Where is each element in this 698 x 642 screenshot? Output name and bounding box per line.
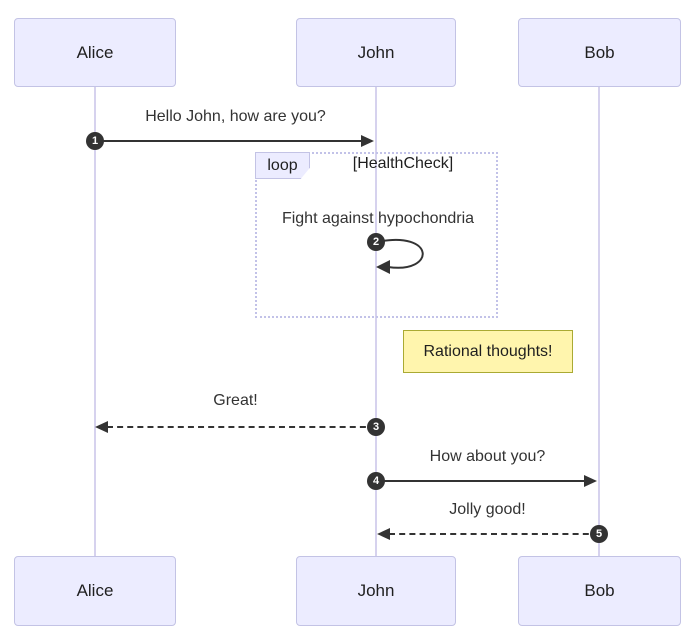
lifeline-bob — [598, 87, 600, 557]
actor-label: John — [357, 581, 395, 600]
note-box: Rational thoughts! — [403, 330, 573, 373]
message-3-seq-badge: 3 — [367, 418, 385, 436]
message-1-arrowhead-icon — [361, 135, 374, 147]
message-3-label: Great! — [213, 392, 258, 409]
actor-bottom-bob: Bob — [518, 556, 681, 626]
message-4-seq-badge: 4 — [367, 472, 385, 490]
loop-condition: [HealthCheck] — [352, 155, 454, 172]
message-4-arrowhead-icon — [584, 475, 597, 487]
loop-frame — [255, 152, 498, 318]
message-5-line — [389, 533, 599, 535]
message-2-label: Fight against hypochondria — [281, 210, 475, 227]
message-2-seq-badge: 2 — [367, 233, 385, 251]
actor-label: Alice — [76, 581, 114, 600]
message-5-label: Jolly good! — [449, 501, 526, 518]
note-text: Rational thoughts! — [423, 342, 553, 360]
lifeline-alice — [94, 87, 96, 557]
actor-label: Bob — [584, 42, 615, 62]
actor-label: Alice — [76, 42, 114, 62]
message-3-line — [107, 426, 376, 428]
message-5-arrowhead-icon — [377, 528, 390, 540]
actor-top-bob: Bob — [518, 18, 681, 87]
message-1-label: Hello John, how are you? — [145, 108, 326, 125]
actor-top-alice: Alice — [14, 18, 176, 87]
message-1-line — [95, 140, 364, 142]
actor-bottom-john: John — [296, 556, 456, 626]
actor-label: Bob — [584, 581, 615, 600]
message-4-line — [376, 480, 587, 482]
message-4-label: How about you? — [429, 448, 546, 465]
loop-label: loop — [255, 152, 310, 179]
actor-bottom-alice: Alice — [14, 556, 176, 626]
message-5-seq-badge: 5 — [590, 525, 608, 543]
actor-top-john: John — [296, 18, 456, 87]
lifeline-john — [375, 87, 377, 557]
message-3-arrowhead-icon — [95, 421, 108, 433]
message-2-self-arrow — [376, 239, 424, 274]
actor-label: John — [357, 42, 395, 62]
message-1-seq-badge: 1 — [86, 132, 104, 150]
